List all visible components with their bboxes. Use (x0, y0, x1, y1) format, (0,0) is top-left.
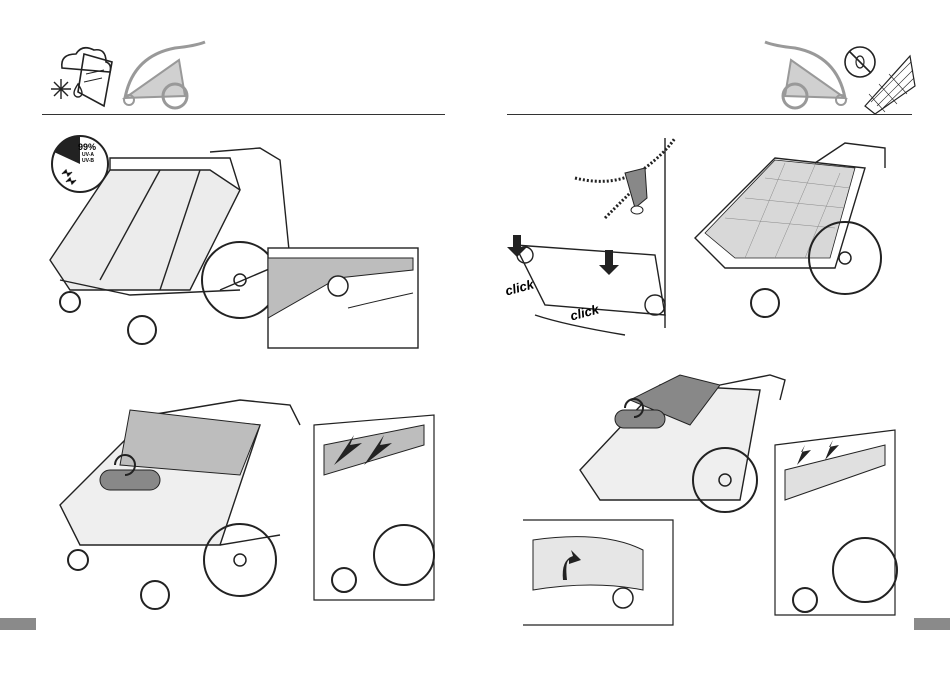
right-page: click click (475, 0, 950, 681)
header-rule (507, 114, 912, 115)
detail-inset-flap (523, 520, 673, 625)
left-page: 99% UV-A UV-B (0, 0, 475, 681)
trailer-illustration-rolled-mesh (570, 370, 800, 530)
page-tab-right (914, 618, 950, 630)
detail-inset-arrows-right (775, 430, 895, 615)
rain-cover-icon (74, 44, 114, 114)
detail-inset-clip (268, 248, 418, 348)
trailer-icon (115, 38, 215, 118)
trailer-illustration-rolled-cover (40, 395, 320, 625)
header-rule (42, 114, 445, 115)
mesh-icon (855, 46, 915, 116)
trailer-illustration-mesh (665, 138, 950, 338)
page-tab-left (0, 618, 36, 630)
detail-inset-arrows (314, 405, 434, 600)
trailer-icon (755, 38, 855, 118)
